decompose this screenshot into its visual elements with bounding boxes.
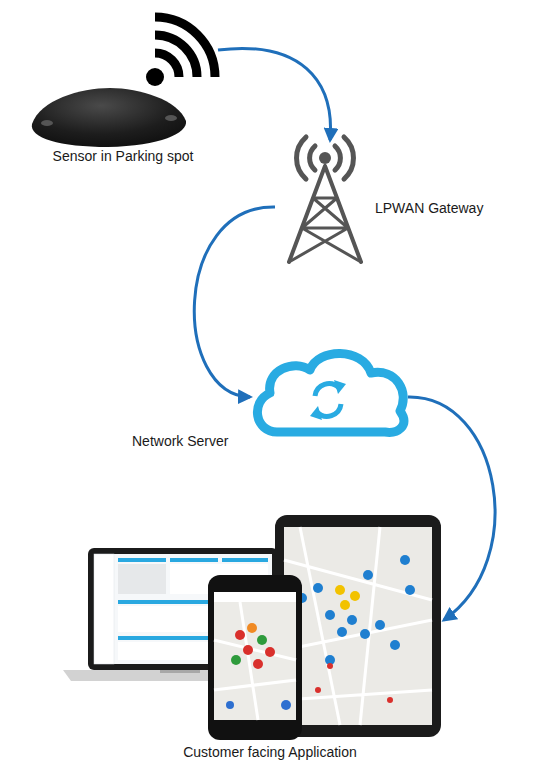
- node-label: Customer facing Application: [96, 744, 444, 761]
- map-marker: [340, 600, 350, 610]
- phone-device: [208, 575, 302, 740]
- wifi-symbol: [146, 17, 215, 86]
- dashboard-map: [118, 564, 166, 594]
- map-pin: [247, 623, 257, 633]
- sensor-hole: [165, 115, 177, 121]
- sensor-hole: [41, 120, 53, 126]
- radio-wave: [310, 146, 315, 170]
- sync-arc: [315, 384, 339, 396]
- flow-arrow: [194, 207, 275, 397]
- map-street: [214, 602, 296, 720]
- node-label: LPWAN Gateway: [375, 200, 483, 217]
- map-markers: [297, 555, 415, 665]
- map-pin: [235, 630, 245, 640]
- map-marker: [335, 585, 345, 595]
- map-marker: [327, 663, 333, 669]
- map-marker: [360, 629, 370, 639]
- sensor-disc: [32, 88, 186, 147]
- sensor-node: Sensor in Parking spot: [28, 15, 218, 165]
- map-marker: [400, 555, 410, 565]
- application-node: Customer facing Application: [62, 508, 444, 764]
- sync-arc: [317, 404, 341, 416]
- wifi-dot: [146, 68, 164, 86]
- dashboard-bar: [170, 558, 218, 562]
- antenna-dot: [319, 152, 331, 164]
- radio-wave: [344, 137, 353, 179]
- map-marker: [313, 583, 323, 593]
- node-label: Sensor in Parking spot: [28, 148, 218, 165]
- tower-leg: [289, 166, 361, 262]
- map-marker: [347, 615, 357, 625]
- dashboard-bar: [222, 558, 268, 562]
- radio-wave: [297, 137, 306, 179]
- map-marker: [387, 697, 393, 703]
- map-marker: [337, 627, 347, 637]
- map-pin: [253, 659, 263, 669]
- map-markers: [315, 663, 393, 703]
- tablet-map: [284, 527, 432, 725]
- cloud-outline: [257, 353, 404, 432]
- wifi-arc: [155, 53, 179, 77]
- map-pin: [226, 701, 234, 709]
- phone-header: [214, 592, 296, 602]
- map-marker: [363, 570, 373, 580]
- map-pin: [231, 655, 241, 665]
- dashboard-bar: [118, 636, 218, 640]
- map-street: [284, 527, 432, 725]
- map-pin: [281, 700, 291, 710]
- node-label: Network Server: [132, 433, 228, 450]
- map-marker: [405, 585, 415, 595]
- wifi-arc: [155, 17, 215, 77]
- dashboard-sidebar: [94, 554, 114, 664]
- map-marker: [325, 610, 335, 620]
- sync-head: [310, 406, 322, 420]
- flow-arrow: [218, 48, 331, 140]
- map-marker: [390, 640, 400, 650]
- map-marker: [350, 591, 360, 601]
- gateway-node: LPWAN Gateway: [275, 140, 370, 265]
- tower-brace: [289, 198, 361, 262]
- map-pin: [265, 647, 275, 657]
- flow-arrow: [408, 397, 495, 620]
- wifi-arc: [155, 35, 197, 77]
- map-marker: [375, 620, 385, 630]
- dashboard-panel: [118, 642, 218, 660]
- radio-wave: [335, 146, 340, 170]
- cloud-symbol: [257, 353, 404, 432]
- dashboard-bar: [118, 600, 218, 604]
- server-node: Network Server: [250, 348, 408, 443]
- dashboard-panel: [118, 606, 218, 632]
- phone-map: [214, 592, 296, 720]
- map-pin: [243, 645, 253, 655]
- sync-head: [334, 380, 346, 394]
- map-pin: [257, 635, 267, 645]
- sensor-body: [32, 88, 186, 147]
- dashboard-bar: [118, 558, 166, 562]
- phone-bezel: [208, 575, 302, 740]
- laptop-notch: [160, 670, 200, 673]
- tower-symbol: [289, 137, 361, 262]
- map-marker: [315, 687, 321, 693]
- map-markers: [335, 585, 360, 610]
